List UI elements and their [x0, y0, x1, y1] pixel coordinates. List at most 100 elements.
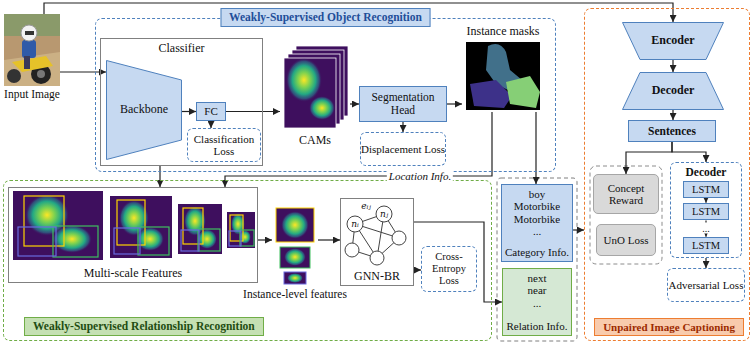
connector-arrow — [402, 122, 403, 132]
illustration-part — [286, 58, 322, 102]
node-label: Segmentation Head — [360, 91, 446, 117]
loss-box: Classification Loss — [187, 128, 261, 162]
classifier-box: ClassifierBackbone FC Classification Loss — [100, 38, 263, 166]
illustration-part — [37, 70, 45, 78]
illustration-part — [198, 229, 220, 251]
connector-arrow — [182, 111, 196, 112]
connector-arrow — [573, 229, 584, 230]
node-label: FC — [204, 105, 217, 117]
node-label: Displacement Loss — [361, 143, 445, 155]
illustration-part — [138, 227, 169, 255]
illustration-part — [280, 247, 310, 268]
node-label: LSTM — [692, 184, 720, 196]
illustration-part — [506, 76, 540, 108]
connector-arrow — [225, 112, 492, 187]
node-label: boy — [529, 188, 546, 200]
region-panel: Weakly-Supervised Relationship Recogniti… — [3, 180, 492, 341]
graph-symbol: nⱼ — [380, 210, 388, 219]
illustration-part — [4, 14, 60, 36]
illustration-part — [4, 14, 60, 86]
illustration-part — [178, 204, 222, 254]
node-label: next — [528, 272, 547, 284]
gnn-panel: GNN-BR — [340, 198, 414, 286]
node-label: Decoder — [652, 84, 695, 97]
input-image: Input Image — [4, 14, 60, 86]
decoder-block: Decoder — [622, 72, 724, 110]
node-label: Classification Loss — [188, 133, 260, 158]
region-title: Weakly-Supervised Relationship Recogniti… — [33, 320, 255, 333]
relation-box: nextnear... Relation Info. — [502, 268, 572, 336]
illustration-part — [12, 56, 53, 72]
input-photo — [4, 14, 60, 86]
illustration-part — [392, 231, 406, 245]
illustration-part — [53, 226, 98, 257]
illustration-part — [281, 211, 309, 239]
connector-arrow — [672, 142, 706, 162]
connector-arrow — [447, 103, 462, 104]
node-label: Category Info. — [505, 246, 569, 258]
node-label: Classifier — [159, 42, 205, 55]
connector-arrow — [414, 269, 421, 270]
illustration-part — [470, 80, 512, 108]
connector-arrow — [672, 60, 673, 72]
illustration-part — [181, 230, 199, 251]
lstm-cell: LSTM — [683, 181, 729, 199]
illustration-part — [21, 25, 37, 41]
node-label: ... — [533, 297, 541, 309]
region-title: Weakly-Supervised Object Recognition — [229, 11, 422, 24]
lstm-cell: LSTM — [683, 203, 729, 221]
node-label: Relation Info. — [506, 320, 567, 332]
block-shape — [107, 61, 182, 160]
loss-box: Adversarial Loss — [667, 268, 745, 302]
connector-arrow — [258, 239, 272, 240]
image-caption: CAMs — [299, 134, 331, 147]
loss-box: UnO Loss — [596, 224, 656, 256]
reward-box: Concept Reward — [593, 174, 659, 214]
node-label: Sentences — [648, 125, 696, 138]
node-label: Backbone — [120, 103, 168, 116]
illustration-part — [466, 42, 540, 110]
region-title-tab: Weakly-Supervised Object Recognition — [220, 8, 431, 27]
connector-arrow — [414, 222, 502, 302]
illustration-part — [18, 227, 56, 256]
illustration-part — [24, 196, 64, 246]
image-caption: Input Image — [4, 88, 60, 101]
node-label: Multi-scale Features — [84, 267, 182, 280]
illustration-part — [227, 212, 255, 248]
illustration-part — [197, 229, 217, 249]
block-shape — [623, 23, 724, 60]
connector-arrow — [350, 103, 359, 104]
node-label: Adversarial Loss — [669, 279, 744, 291]
illustration-part — [13, 191, 103, 260]
encoder-block: Encoder — [622, 22, 724, 60]
illustration-part — [345, 243, 359, 257]
illustration-part — [117, 200, 145, 245]
illustration-part — [7, 69, 21, 83]
illustration-part — [114, 228, 140, 254]
node-label: Encoder — [651, 34, 694, 47]
multi-scale-heatmaps — [13, 191, 255, 260]
node-label: LSTM — [692, 240, 720, 252]
loss-box: Displacement Loss — [360, 132, 446, 166]
node-label: near — [528, 284, 547, 296]
illustration-part — [183, 208, 203, 244]
graph-drawing — [345, 206, 406, 265]
connector-arrow — [318, 239, 340, 240]
cam-stack — [284, 46, 348, 128]
lstm-cell: LSTM — [683, 237, 729, 255]
image-caption: Instance-level features — [243, 288, 347, 301]
connector-arrow — [535, 112, 536, 184]
illustration-part — [52, 225, 92, 253]
connector-arrow — [705, 258, 706, 268]
edge-label: Location Info. — [387, 170, 453, 182]
edge-label: ... — [700, 223, 712, 234]
connector-arrow — [210, 121, 211, 128]
feature-panel: Multi-scale Features — [8, 187, 258, 283]
illustration-part — [370, 251, 384, 265]
instance-features: Instance-level features — [272, 206, 318, 286]
node-label: Decoder — [686, 166, 727, 179]
connector-arrow — [226, 111, 280, 112]
illustration-part — [276, 208, 314, 242]
illustration-part — [22, 40, 36, 58]
region-title: Unpaired Image Captioning — [603, 321, 735, 333]
